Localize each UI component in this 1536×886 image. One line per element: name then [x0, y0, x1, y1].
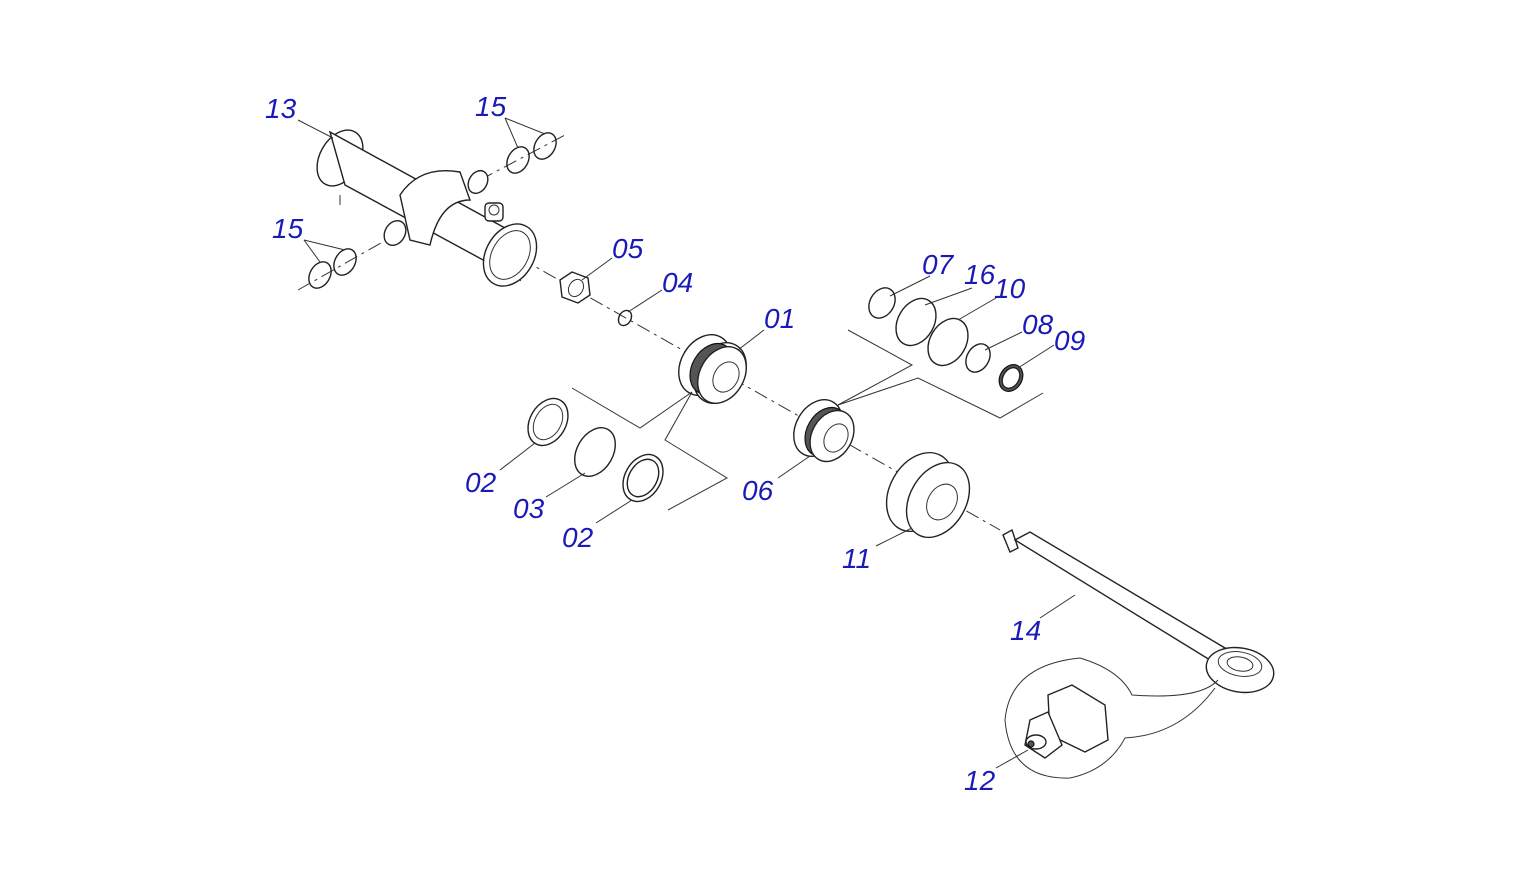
label-06: 06: [742, 475, 774, 506]
grease-nipple-detail: [1004, 657, 1219, 779]
cylinder-body: [316, 129, 538, 287]
label-01: 01: [764, 303, 795, 334]
gland: [793, 399, 855, 463]
label-02-second: 02: [562, 522, 594, 553]
label-09: 09: [1054, 325, 1085, 356]
retaining-nut: [885, 451, 971, 539]
label-12: 12: [964, 765, 996, 796]
label-08: 08: [1022, 309, 1054, 340]
o-rings-bottom: [308, 248, 357, 289]
o-rings-top: [506, 132, 557, 174]
group-leaders: [571, 329, 1044, 511]
label-07: 07: [922, 249, 955, 280]
seal-set: [527, 397, 664, 503]
label-16: 16: [964, 259, 996, 290]
label-04: 04: [662, 267, 693, 298]
label-03: 03: [513, 493, 545, 524]
piston: [678, 334, 747, 404]
label-05: 05: [612, 233, 644, 264]
label-15-top: 15: [475, 91, 507, 122]
piston-rod: [1002, 528, 1275, 694]
label-15-bottom: 15: [272, 213, 304, 244]
nut: [559, 271, 591, 304]
label-leaders: [297, 117, 1076, 769]
label-11: 11: [842, 543, 871, 574]
label-10: 10: [994, 273, 1026, 304]
label-02-first: 02: [465, 467, 497, 498]
gland-seal-set: [868, 287, 1024, 392]
label-13: 13: [265, 93, 297, 124]
label-14: 14: [1010, 615, 1041, 646]
part-labels: 13 15 15 05 04 01 07 16 10 08 09 02 03 0…: [265, 91, 1085, 796]
